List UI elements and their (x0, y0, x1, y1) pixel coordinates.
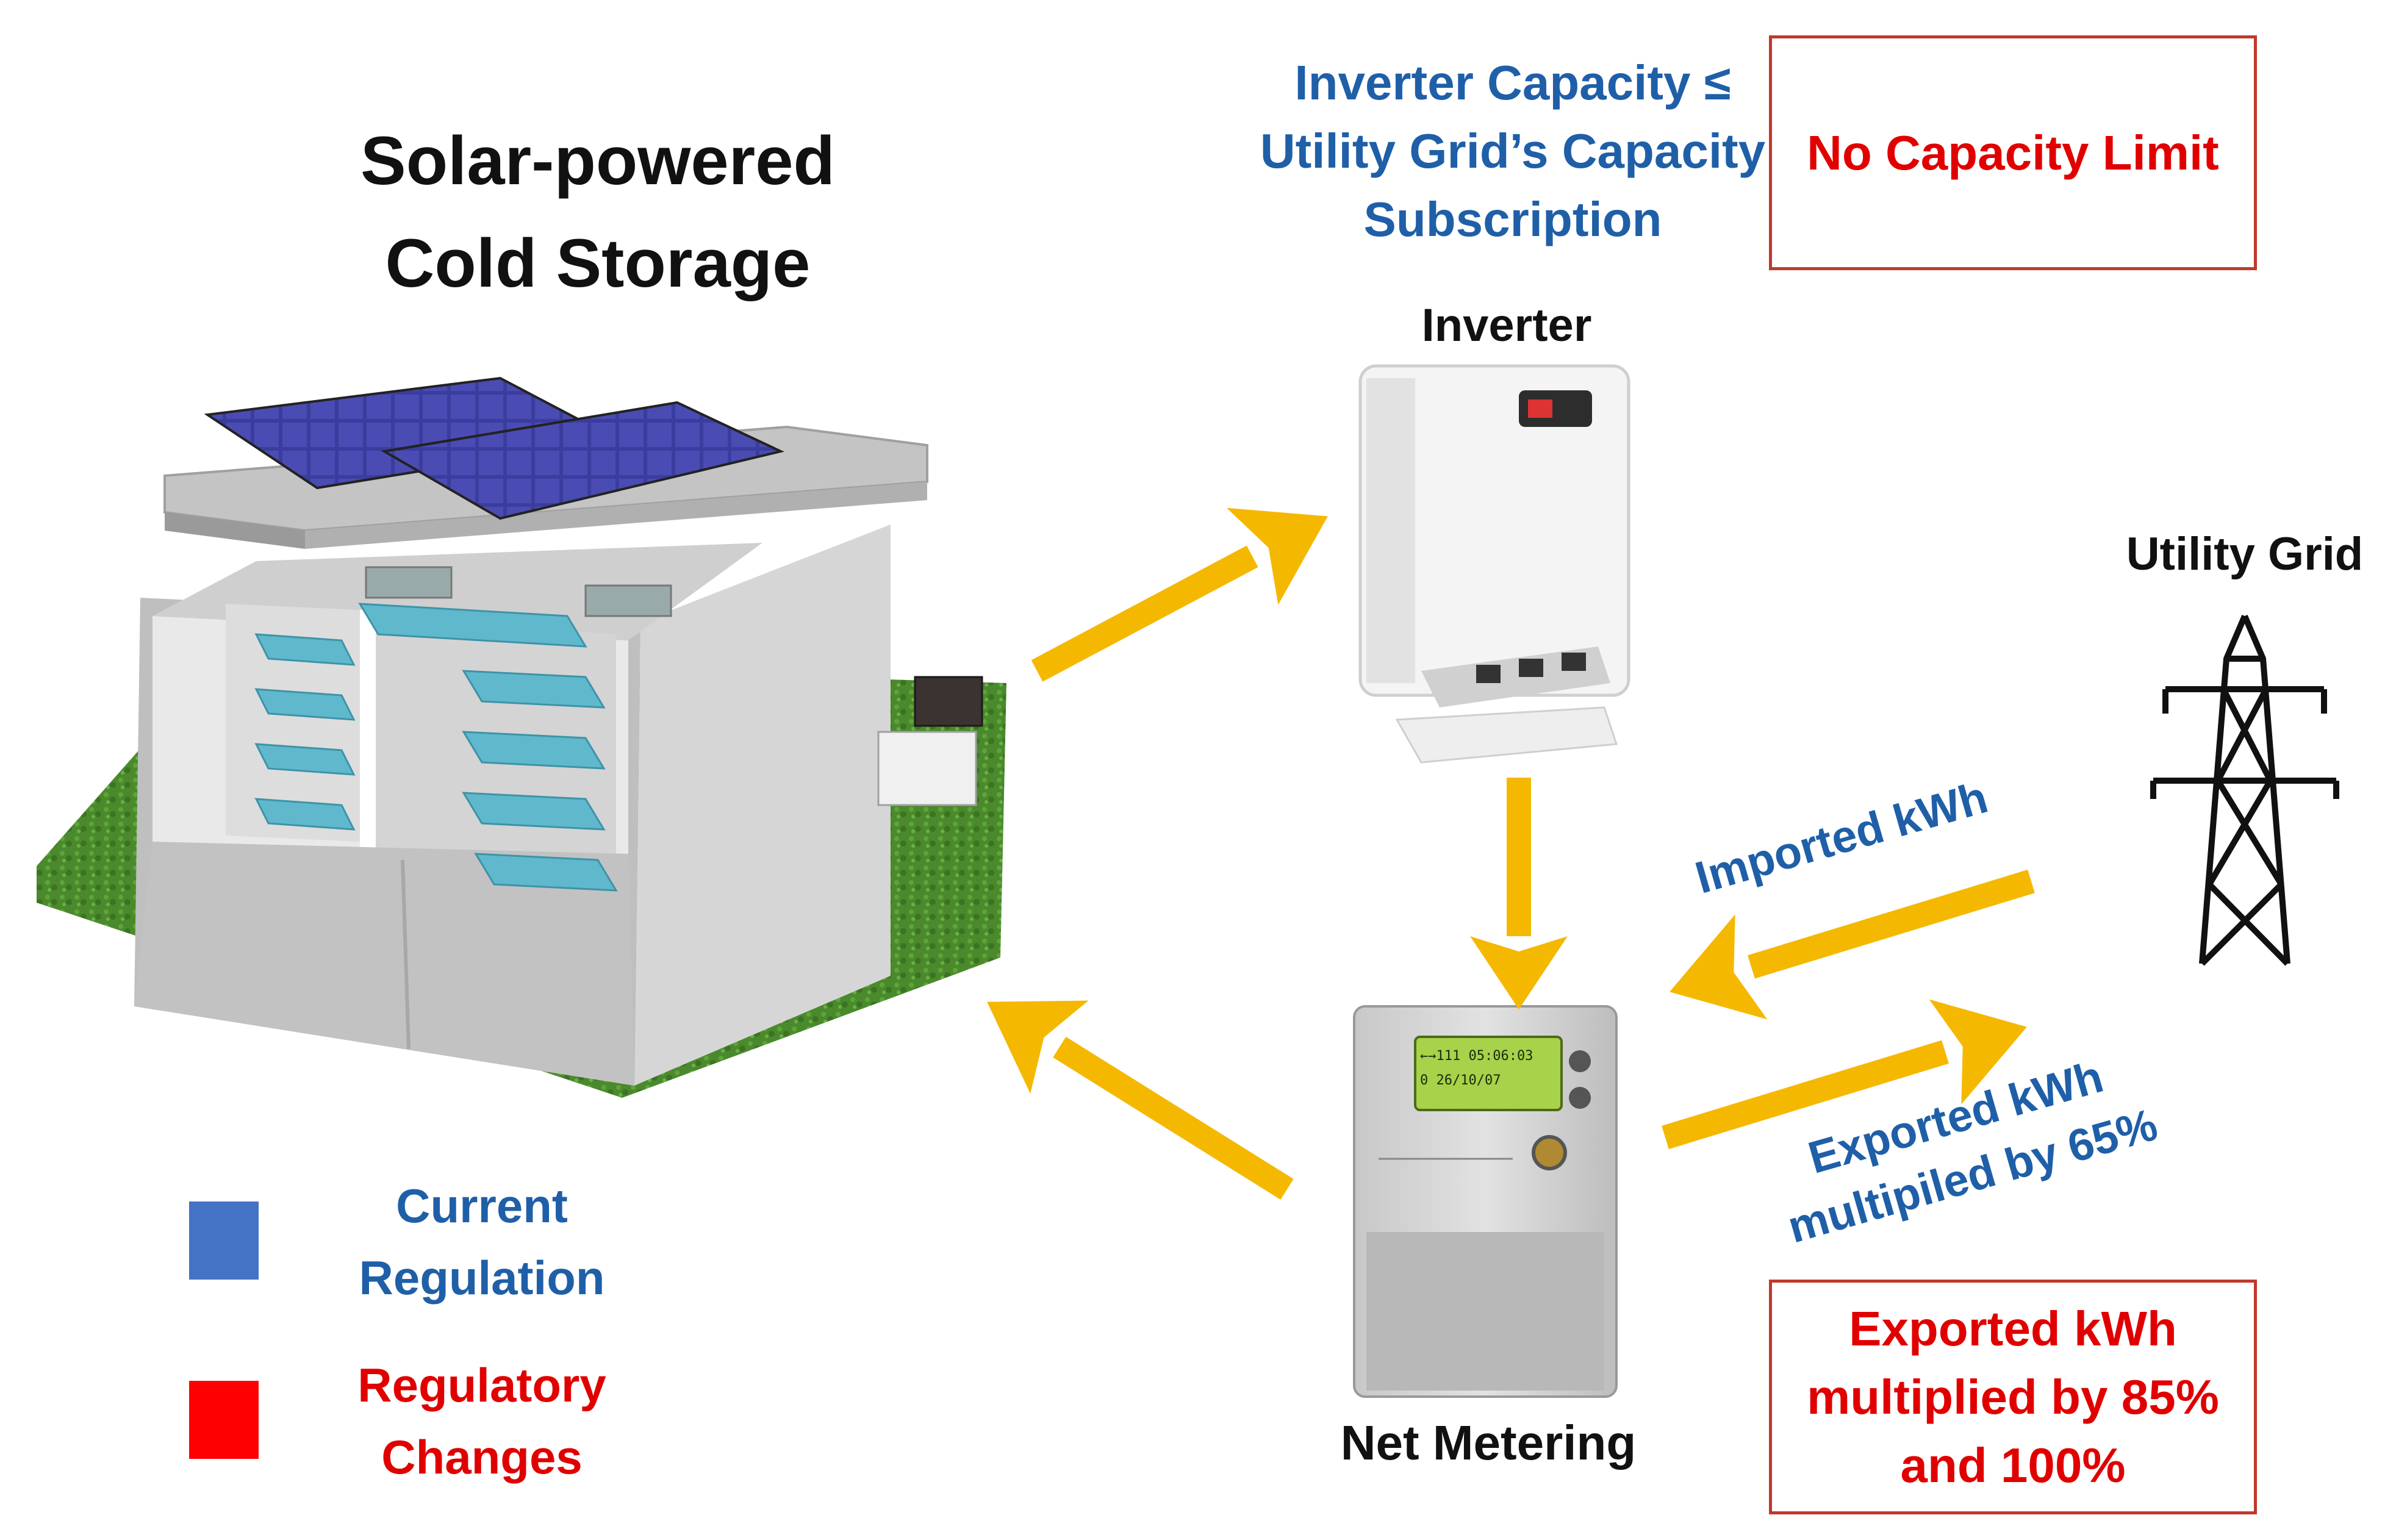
meter-display-row-2: 0 26/10/07 (1420, 1073, 1501, 1088)
title-line-2: Cold Storage (385, 225, 811, 301)
no-capacity-limit-box: No Capacity Limit (1769, 35, 2257, 270)
cold-storage-illustration (37, 376, 1006, 1098)
arrow-imported (1670, 869, 2035, 1020)
export-box-line-3: and 100% (1900, 1438, 2126, 1492)
meter-display-row-1: ←→111 05:06:03 (1420, 1048, 1533, 1064)
legend-current-line-2: Regulation (359, 1251, 605, 1305)
inverter-illustration (1358, 364, 1630, 764)
legend-changes-line-2: Changes (381, 1430, 583, 1484)
constraint-line-1: Inverter Capacity ≤ (1294, 56, 1731, 110)
arrow-exported (1662, 999, 2027, 1150)
legend-current-label: Current Regulation (317, 1170, 647, 1314)
diagram-title: Solar-powered Cold Storage (287, 110, 909, 315)
building-side-wall (634, 525, 891, 1086)
flow-arrows (987, 507, 2035, 1200)
export-box-line-1: Exported kWh (1849, 1301, 2177, 1356)
title-line-1: Solar-powered (360, 123, 835, 199)
transmission-tower-icon (2150, 615, 2339, 966)
export-box-line-2: multiplied by 85% (1807, 1369, 2219, 1424)
legend-swatch-changes (187, 1378, 261, 1461)
export-rate-box: Exported kWh multiplied by 85% and 100% (1769, 1280, 2257, 1514)
utility-grid-label: Utility Grid (2126, 528, 2364, 580)
constraint-line-2: Utility Grid’s Capacity (1260, 124, 1766, 178)
meter-display (1414, 1036, 1563, 1111)
net-metering-label: Net Metering (1340, 1416, 1637, 1470)
legend-current-line-1: Current (396, 1179, 568, 1233)
meter-display-text: ←→111 05:06:03 0 26/10/07 (1420, 1044, 1559, 1093)
arrow-storage-to-inverter (1031, 507, 1328, 682)
constraint-line-3: Subscription (1363, 192, 1662, 246)
no-capacity-limit-text: No Capacity Limit (1807, 125, 2219, 180)
net-meter-illustration (1353, 1005, 1618, 1398)
legend-swatch-current (187, 1199, 261, 1282)
solar-panel-right (381, 401, 785, 520)
legend-changes-label: Regulatory Changes (317, 1349, 647, 1493)
arrow-inverter-to-meter (1470, 778, 1568, 1009)
legend-changes-line-1: Regulatory (357, 1358, 606, 1412)
arrow-meter-to-storage (987, 1000, 1294, 1200)
inverter-label: Inverter (1421, 299, 1592, 351)
inverter-constraint-text: Inverter Capacity ≤ Utility Grid’s Capac… (1220, 49, 1806, 254)
battery-box (914, 676, 983, 727)
